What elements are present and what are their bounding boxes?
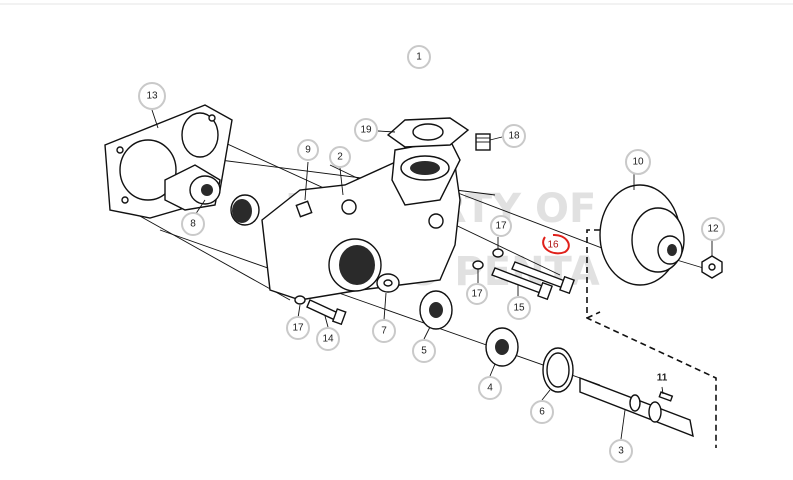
svg-text:17: 17 bbox=[495, 221, 507, 232]
bolt-15 bbox=[491, 267, 553, 301]
callout-4: 4 bbox=[478, 376, 502, 400]
callout-14: 14 bbox=[316, 327, 340, 351]
svg-text:11: 11 bbox=[657, 373, 668, 384]
pump-housing-2 bbox=[261, 139, 461, 301]
circlip-6 bbox=[542, 347, 574, 393]
callout-8: 8 bbox=[181, 212, 205, 236]
bolt-16 bbox=[511, 261, 575, 295]
svg-text:2: 2 bbox=[337, 152, 343, 163]
svg-text:18: 18 bbox=[508, 131, 520, 142]
impeller-8 bbox=[164, 164, 260, 226]
callout-19: 19 bbox=[354, 118, 378, 142]
svg-text:10: 10 bbox=[632, 157, 644, 168]
callout-2: 2 bbox=[329, 146, 351, 168]
callout-5: 5 bbox=[412, 339, 436, 363]
svg-text:6: 6 bbox=[539, 407, 545, 418]
callout-17b: 17 bbox=[466, 283, 488, 305]
callout-11: 11 bbox=[657, 373, 668, 384]
callout-15: 15 bbox=[507, 296, 531, 320]
svg-text:5: 5 bbox=[421, 346, 427, 357]
callout-7: 7 bbox=[372, 319, 396, 343]
bearing-5 bbox=[419, 290, 453, 330]
bearing-4 bbox=[485, 327, 519, 367]
callout-17c: 17 bbox=[286, 316, 310, 340]
leader-lines bbox=[151, 109, 713, 440]
washer-7 bbox=[376, 273, 400, 293]
key-11 bbox=[658, 391, 674, 402]
plug-18 bbox=[475, 133, 491, 151]
bolt-14 bbox=[306, 299, 347, 326]
svg-text:17: 17 bbox=[471, 289, 483, 300]
svg-text:13: 13 bbox=[146, 91, 158, 102]
svg-text:7: 7 bbox=[381, 326, 387, 337]
svg-text:14: 14 bbox=[322, 334, 334, 345]
washers-17 bbox=[294, 248, 504, 305]
callout-10: 10 bbox=[625, 149, 651, 175]
svg-text:8: 8 bbox=[190, 219, 196, 230]
svg-text:1: 1 bbox=[416, 52, 422, 63]
callout-13: 13 bbox=[138, 82, 166, 110]
gasket-19 bbox=[386, 117, 470, 148]
callout-6: 6 bbox=[530, 400, 554, 424]
callout-1: 1 bbox=[407, 45, 431, 69]
svg-text:16: 16 bbox=[547, 240, 559, 251]
svg-text:9: 9 bbox=[305, 145, 311, 156]
callout-18: 18 bbox=[502, 124, 526, 148]
callout-17a: 17 bbox=[490, 215, 512, 237]
svg-text:12: 12 bbox=[707, 224, 719, 235]
svg-text:3: 3 bbox=[618, 446, 624, 457]
shaft-3 bbox=[579, 376, 694, 438]
nut-12 bbox=[701, 255, 723, 279]
svg-text:4: 4 bbox=[487, 383, 493, 394]
callout-9: 9 bbox=[297, 139, 319, 161]
pulley-10 bbox=[599, 184, 685, 286]
svg-text:15: 15 bbox=[513, 303, 525, 314]
svg-text:19: 19 bbox=[360, 125, 372, 136]
callout-12: 12 bbox=[701, 217, 725, 241]
callout-3: 3 bbox=[609, 439, 633, 463]
dashed-bracket bbox=[586, 229, 717, 448]
highlight-circle-16 bbox=[542, 233, 570, 255]
svg-text:17: 17 bbox=[292, 323, 304, 334]
callout-16: 16 bbox=[547, 240, 559, 251]
